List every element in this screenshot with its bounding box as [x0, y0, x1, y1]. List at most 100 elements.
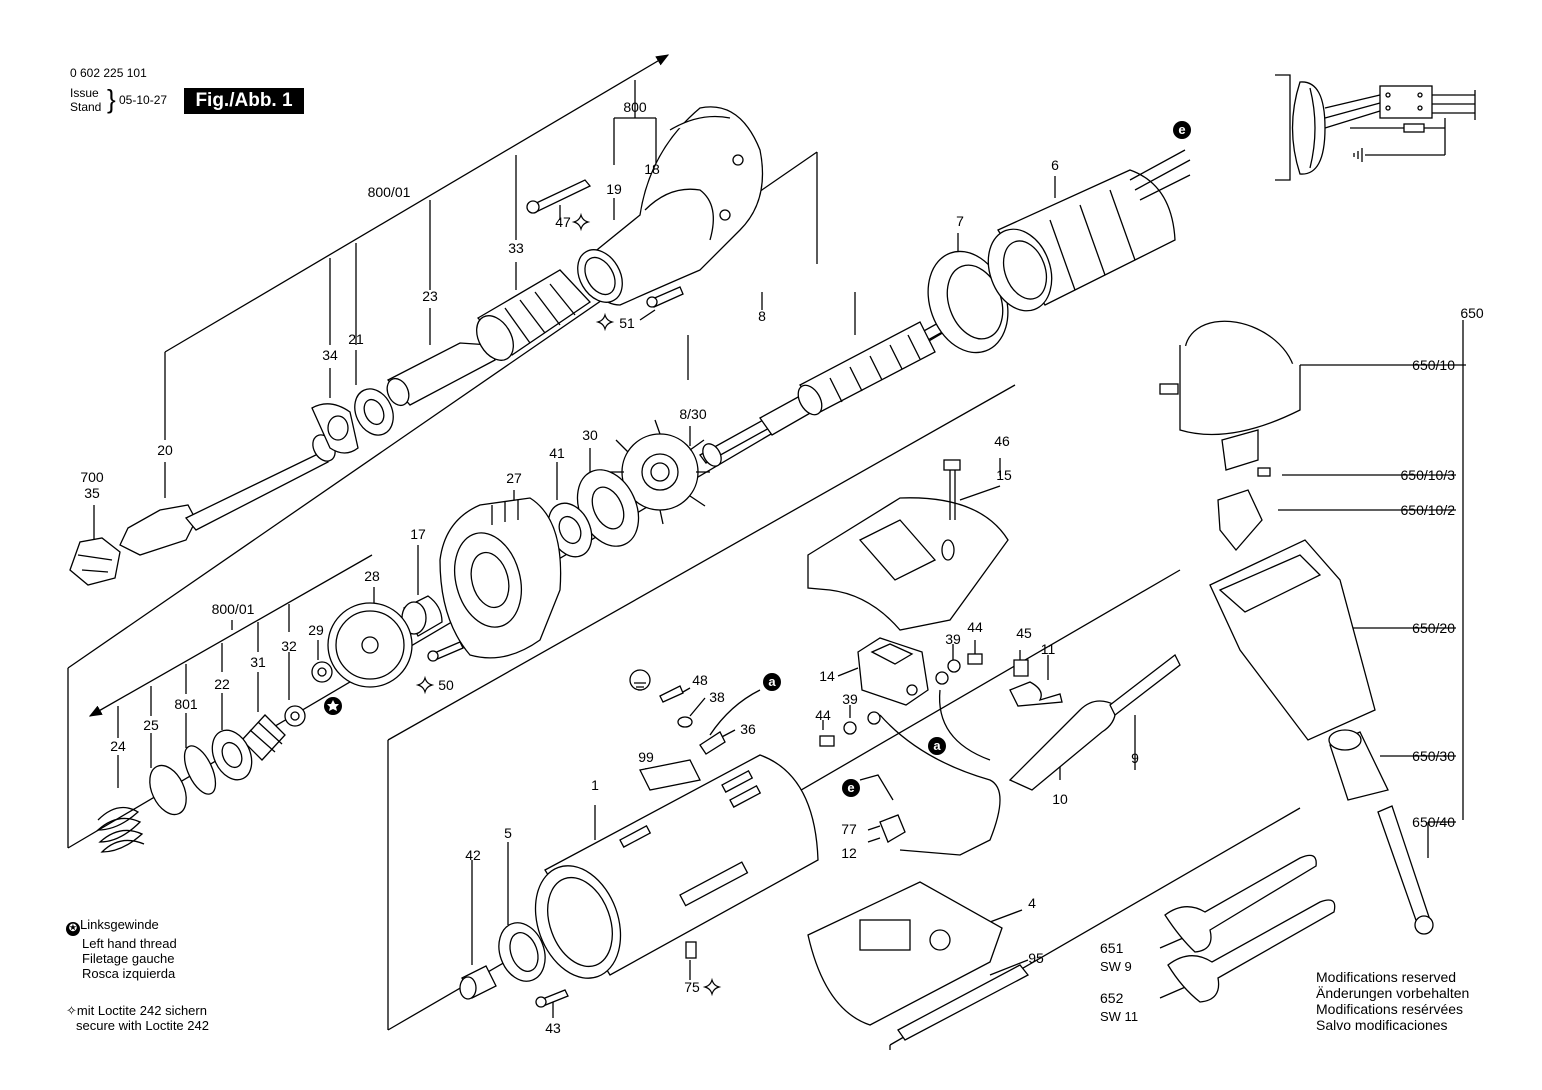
callout-39b: 39 [842, 691, 858, 707]
callout-31: 31 [250, 654, 266, 670]
modifications-line-3: Modifications resérvées [1316, 1001, 1464, 1017]
callout-650-20: 650/20 [1412, 620, 1455, 636]
issue-label: Issue [70, 86, 99, 100]
callout-77: 77 [841, 821, 857, 837]
marker-e2-text: e [847, 780, 854, 795]
loctite-line-2: secure with Loctite 242 [76, 1018, 209, 1033]
callout-800: 800 [623, 99, 647, 115]
loctite-star-icon [573, 214, 589, 230]
callout-650-10-3: 650/10/3 [1401, 467, 1456, 483]
callout-7: 7 [956, 213, 964, 229]
callout-650-30: 650/30 [1412, 748, 1455, 764]
callout-22: 22 [214, 676, 230, 692]
callout-44a: 44 [967, 619, 983, 635]
callout-41: 41 [549, 445, 565, 461]
modifications-line-4: Salvo modificaciones [1316, 1017, 1448, 1033]
callout-651: 651 [1100, 940, 1124, 956]
loctite-star-icon [704, 979, 720, 995]
callout-50: 50 [438, 677, 454, 693]
callout-29: 29 [308, 622, 324, 638]
callout-21: 21 [348, 331, 364, 347]
callout-10: 10 [1052, 791, 1068, 807]
callout-30: 30 [582, 427, 598, 443]
callout-650-10: 650/10 [1412, 357, 1455, 373]
legend-line-4: Rosca izquierda [82, 966, 176, 981]
left-hand-thread-legend: ✪Linksgewinde Left hand thread Filetage … [66, 917, 177, 981]
callout-19: 19 [606, 181, 622, 197]
callout-652: 652 [1100, 990, 1124, 1006]
callout-800-01-top: 800/01 [368, 184, 411, 200]
issue-date: 05-10-27 [119, 93, 168, 107]
legend-line-1: Linksgewinde [80, 917, 159, 932]
callout-75: 75 [684, 979, 700, 995]
callout-18: 18 [644, 161, 660, 177]
loctite-line-1: mit Loctite 242 sichern [76, 1003, 207, 1018]
marker-a1-text: a [768, 674, 776, 689]
callout-34: 34 [322, 347, 338, 363]
legend-line-3: Filetage gauche [82, 951, 175, 966]
part-number: 0 602 225 101 [70, 66, 147, 80]
marker-a1 [763, 673, 781, 691]
callout-650-40: 650/40 [1412, 814, 1455, 830]
callout-32: 32 [281, 638, 297, 654]
callout-27: 27 [506, 470, 522, 486]
callout-4: 4 [1028, 895, 1036, 911]
motor-parts [96, 149, 1191, 853]
callout-15: 15 [996, 467, 1012, 483]
callout-45: 45 [1016, 625, 1032, 641]
callout-42: 42 [465, 847, 481, 863]
callout-8-30: 8/30 [679, 406, 706, 422]
handle-parts [1159, 320, 1434, 1003]
marker-e1 [1173, 121, 1191, 139]
callout-11: 11 [1041, 641, 1056, 657]
brace: } [107, 84, 116, 114]
callout-5: 5 [504, 825, 512, 841]
callout-47: 47 [555, 214, 571, 230]
loctite-legend: ✧mit Loctite 242 sichern secure with Loc… [66, 1003, 209, 1033]
callout-14: 14 [819, 668, 835, 684]
callout-801: 801 [174, 696, 198, 712]
callout-99: 99 [638, 749, 654, 765]
callout-17: 17 [410, 526, 426, 542]
callout-28: 28 [364, 568, 380, 584]
callout-23: 23 [422, 288, 438, 304]
callout-9: 9 [1131, 750, 1139, 766]
callout-700: 700 [80, 469, 104, 485]
callout-sw11: SW 11 [1100, 1009, 1138, 1024]
callout-24: 24 [110, 738, 126, 754]
callout-48: 48 [692, 672, 708, 688]
callout-33: 33 [508, 240, 524, 256]
callout-800-01-bottom: 800/01 [212, 601, 255, 617]
callout-6: 6 [1051, 157, 1059, 173]
callout-95: 95 [1028, 950, 1044, 966]
legend-line-2: Left hand thread [82, 936, 177, 951]
callout-44b: 44 [815, 707, 831, 723]
stand-label: Stand [70, 100, 102, 114]
callout-8: 8 [758, 308, 766, 324]
wiring-schematic [1275, 74, 1476, 181]
marker-e2 [842, 779, 860, 797]
callout-39a: 39 [945, 631, 961, 647]
markers: e a a e [324, 121, 1191, 995]
marker-e1-text: e [1178, 122, 1185, 137]
loctite-star-icon [417, 677, 433, 693]
loctite-star-icon [597, 314, 613, 330]
figure-label: Fig./Abb. 1 [184, 88, 304, 114]
housing-parts [459, 459, 1181, 1041]
marker-a2-text: a [933, 738, 941, 753]
callout-38: 38 [709, 689, 725, 705]
callout-1: 1 [591, 777, 599, 793]
callout-46: 46 [994, 433, 1010, 449]
callout-650-10-2: 650/10/2 [1401, 502, 1456, 518]
callout-650: 650 [1460, 305, 1484, 321]
callout-36: 36 [740, 721, 756, 737]
loctite-star-icon: ✧ [66, 1003, 77, 1018]
left-hand-thread-icon: ✪ [66, 922, 80, 936]
callout-51: 51 [619, 315, 635, 331]
callout-sw9: SW 9 [1100, 959, 1132, 974]
modifications-line-2: Änderungen vorbehalten [1316, 985, 1470, 1001]
callout-numbers: 800 18 19 47 800/01 33 23 51 34 21 20 70… [80, 99, 1484, 1036]
spindle-parts [69, 106, 764, 586]
